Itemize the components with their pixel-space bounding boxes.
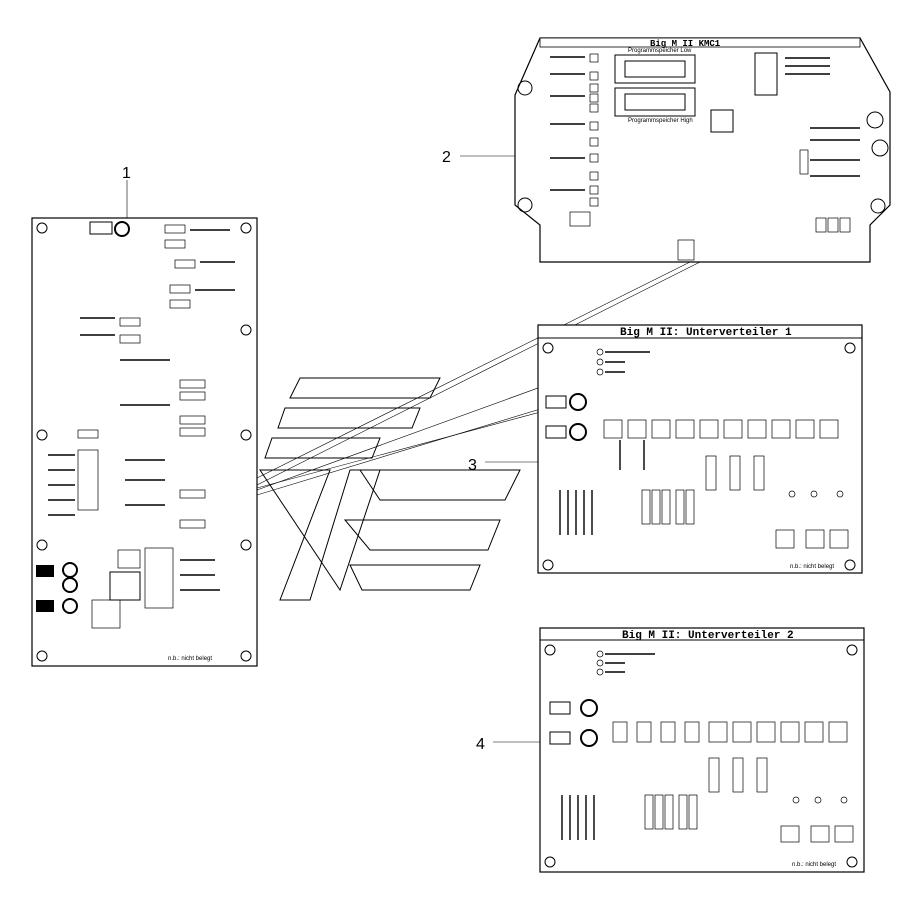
unterverteiler-2-footer: n.b.: nicht belegt <box>792 862 836 868</box>
board-unterverteiler-2: Big M II: Unterverteiler 2 <box>539 627 865 873</box>
callout-3: 3 <box>468 457 477 474</box>
board-main: n.b.: nicht belegt <box>31 217 258 667</box>
board-kmc1: Big M II KMC1 Programmspeicher Low Progr… <box>514 37 891 263</box>
background-logo <box>259 377 521 601</box>
unterverteiler-1-footer: n.b.: nicht belegt <box>790 564 834 570</box>
main-board-text-lines <box>48 229 235 591</box>
kmc1-label-high: Programmspeicher High <box>628 118 693 124</box>
callout-2: 2 <box>442 149 451 166</box>
callout-1: 1 <box>122 165 131 182</box>
main-board-footer: n.b.: nicht belegt <box>168 656 212 662</box>
kmc1-title: Big M II KMC1 <box>650 39 721 49</box>
unterverteiler-1-title: Big M II: Unterverteiler 1 <box>620 327 792 339</box>
kmc1-label-low: Programmspeicher Low <box>628 48 692 54</box>
callout-4: 4 <box>476 736 485 753</box>
unterverteiler-2-title: Big M II: Unterverteiler 2 <box>622 630 794 642</box>
board-unterverteiler-1: Big M II: Unterverteiler 1 <box>537 324 863 574</box>
